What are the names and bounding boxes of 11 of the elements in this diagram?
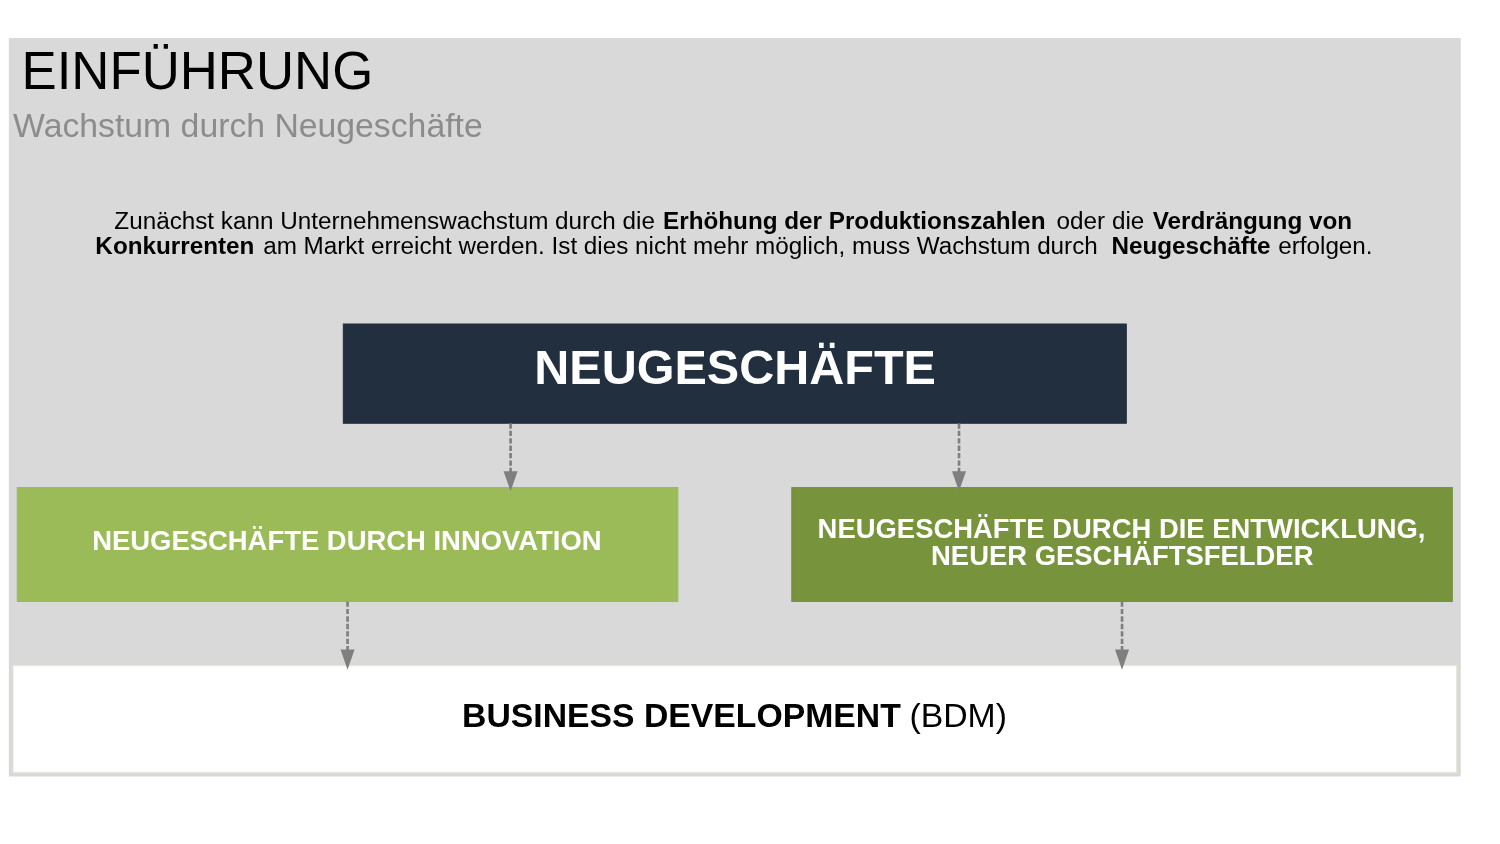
node-box: NEUGESCHÄFTE: [342, 322, 1127, 424]
label: Zunächst kann Unternehmenswachstum durch die Erhöhung der Produktionszahlen oder die Verdrängung von Konkurrenten am Markt erreicht werden. Ist dies nicht mehr möglich, muss Wachstum durch Neugeschäfte erfolgen.: [95, 206, 1373, 259]
arrow: [340, 601, 355, 670]
node-box: NEUGESCHÄFTE DURCH INNOVATION: [16, 486, 679, 602]
node-box: NEUGESCHÄFTE DURCH DIE ENTWICKLUNG, NEUER GESCHÄFTSFELDER: [791, 486, 1453, 602]
arrow: [503, 422, 518, 491]
node-box: BUSINESS DEVELOPMENT (BDM): [12, 664, 1458, 773]
diagram-title: EINFÜHRUNG: [21, 40, 374, 100]
arrow: [952, 422, 967, 491]
arrow: [1115, 601, 1130, 670]
label: Wachstum durch Neugeschäfte: [13, 105, 483, 144]
